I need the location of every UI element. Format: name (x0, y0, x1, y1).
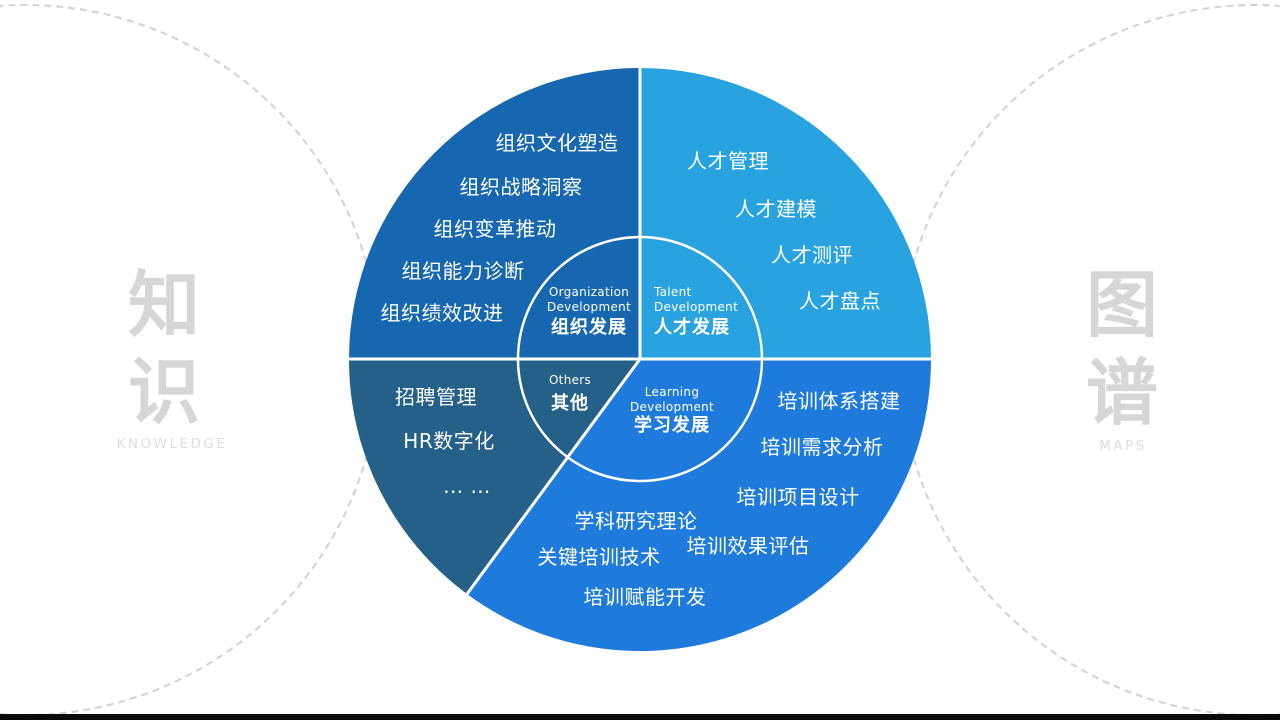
item-label: 培训项目设计 (737, 485, 860, 509)
item-label: 人才盘点 (799, 289, 881, 313)
right-watermark-char-top: 图 (1086, 263, 1158, 347)
item-label: 学科研究理论 (575, 509, 698, 533)
item-label: 组织变革推动 (434, 217, 557, 241)
inner-en-line2: Development (547, 300, 631, 314)
divider-diagonal (465, 358, 642, 595)
inner-en-line1: Organization (549, 285, 629, 299)
item-label: … … (443, 474, 491, 498)
item-label: 招聘管理 (395, 385, 477, 409)
others-items: 招聘管理 HR数字化 … … (395, 385, 494, 498)
right-watermark: 图 谱 MAPS (1086, 263, 1158, 454)
left-watermark-char-bottom: 识 (128, 350, 200, 434)
sector-learning-development (467, 359, 932, 652)
inner-zh-label: 学习发展 (634, 414, 710, 436)
learning-items: 培训体系搭建 培训需求分析 培训项目设计 培训效果评估 学科研究理论 关键培训技… (538, 389, 901, 609)
inner-en-line1: Others (549, 373, 591, 387)
right-watermark-caption: MAPS (1099, 438, 1147, 454)
inner-en-line2: Development (630, 400, 714, 414)
item-label: 人才测评 (771, 243, 853, 267)
item-label: 培训体系搭建 (778, 389, 901, 413)
inner-zh-label: 人才发展 (654, 316, 730, 338)
inner-en-line1: Talent (653, 285, 692, 299)
item-label: 培训效果评估 (687, 534, 810, 558)
talent-items: 人才管理 人才建模 人才测评 人才盘点 (687, 149, 881, 313)
inner-circle-ring (516, 235, 764, 483)
sector-organization-development (349, 68, 640, 359)
item-label: 组织能力诊断 (402, 259, 525, 283)
organization-items: 组织文化塑造 组织战略洞察 组织变革推动 组织能力诊断 组织绩效改进 (381, 131, 619, 325)
item-label: HR数字化 (403, 429, 494, 453)
item-label: 组织战略洞察 (460, 175, 583, 199)
inner-zh-label: 组织发展 (551, 316, 627, 338)
inner-en-line2: Development (654, 300, 738, 314)
right-watermark-char-bottom: 谱 (1086, 351, 1158, 435)
left-watermark-char-top: 知 (128, 263, 200, 347)
left-watermark-caption: KNOWLEDGE (117, 436, 228, 452)
inner-en-line1: Learning (645, 385, 700, 399)
inner-label-talent: Talent Development 人才发展 (653, 285, 738, 338)
bottom-letterbox-bar (0, 714, 1280, 720)
item-label: 组织文化塑造 (496, 131, 619, 155)
item-label: 关键培训技术 (538, 545, 661, 569)
inner-zh-label: 其他 (551, 392, 589, 414)
left-watermark: 知 识 KNOWLEDGE (117, 263, 228, 452)
item-label: 人才管理 (687, 149, 769, 173)
inner-label-others: Others 其他 (549, 373, 591, 414)
item-label: 培训赋能开发 (584, 585, 707, 609)
sector-talent-development (640, 68, 931, 359)
item-label: 组织绩效改进 (381, 301, 504, 325)
inner-label-organization: Organization Development 组织发展 (547, 285, 631, 338)
item-label: 培训需求分析 (761, 435, 884, 459)
item-label: 人才建模 (735, 197, 817, 221)
sector-others (348, 359, 640, 594)
inner-label-learning: Learning Development 学习发展 (630, 385, 714, 436)
